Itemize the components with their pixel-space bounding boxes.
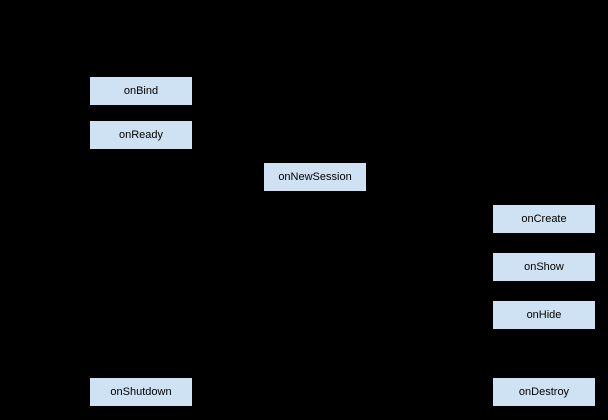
node-onbind: onBind xyxy=(89,76,193,106)
node-onhide-label: onHide xyxy=(526,308,562,321)
node-oncreate: onCreate xyxy=(492,204,596,234)
node-ondestroy: onDestroy xyxy=(492,377,596,407)
node-onshow: onShow xyxy=(492,252,596,282)
node-onnewsession: onNewSession xyxy=(263,162,367,192)
node-onshow-label: onShow xyxy=(524,260,564,273)
node-onhide: onHide xyxy=(492,300,596,330)
node-ondestroy-label: onDestroy xyxy=(518,385,570,398)
node-onbind-label: onBind xyxy=(123,84,159,97)
node-oncreate-label: onCreate xyxy=(521,212,567,225)
node-onready: onReady xyxy=(89,120,193,150)
node-onready-label: onReady xyxy=(118,128,164,141)
node-onshutdown-label: onShutdown xyxy=(110,385,172,398)
node-onshutdown: onShutdown xyxy=(89,377,193,407)
node-onnewsession-label: onNewSession xyxy=(278,170,352,183)
